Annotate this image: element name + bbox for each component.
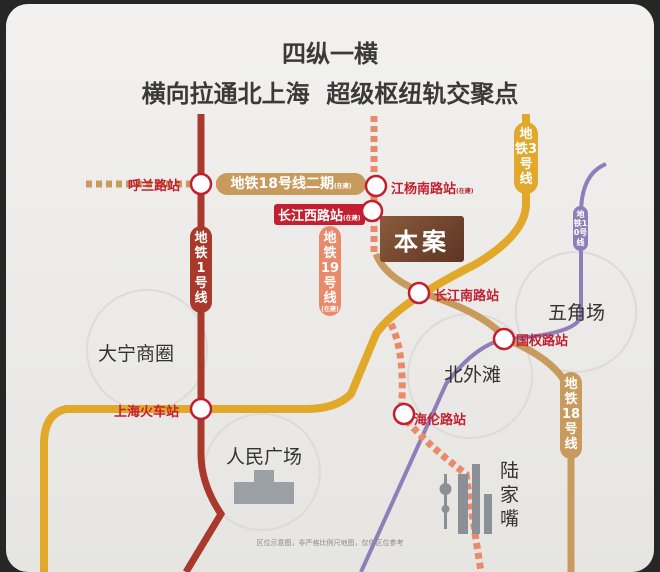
station-jiangyangnan[interactable]: 江杨南路站(在建)	[391, 178, 474, 197]
station-changjiangnan[interactable]: 长江南路站	[434, 289, 500, 304]
line19-name: 地铁19号线	[320, 231, 340, 306]
line19-label: 地铁19号线(在建)	[319, 226, 341, 316]
line19-tag: (在建)	[321, 305, 339, 313]
renmin-building-icon	[234, 470, 294, 504]
area-beiwaitan: 北外滩	[444, 364, 502, 386]
station-tag: (在建)	[456, 188, 474, 195]
station-hailun[interactable]: 海伦路站	[414, 413, 467, 428]
line3-path	[40, 114, 530, 572]
area-lujiazui: 陆家嘴	[500, 460, 520, 530]
map-card: 四纵一横 横向拉通北上海 超级枢纽轨交聚点 地铁1号线 地铁3号线 地铁10号线…	[6, 4, 654, 572]
line18-phase2-name: 地铁18号线二期	[230, 176, 334, 192]
station-changjiangxi[interactable]: 长江西路站(在建)	[274, 204, 365, 225]
project-marker: 本案	[380, 216, 464, 262]
lujiazui-skyline-icon	[439, 464, 492, 534]
line18-phase2-label: 地铁18号线二期(在建)	[216, 173, 366, 196]
area-circle-wujiaochang	[515, 251, 637, 373]
footnote: 区位示意图，非严格比例尺地图，仅供区位参考	[256, 539, 404, 547]
station-hulan[interactable]: 呼兰路站	[128, 179, 181, 194]
title-line2: 横向拉通北上海 超级枢纽轨交聚点	[141, 80, 519, 108]
landmark-illustrations	[234, 464, 492, 534]
line1-label: 地铁1号线	[190, 226, 212, 313]
station-tag: (在建)	[343, 215, 361, 222]
area-wujiaochang: 五角场	[548, 302, 606, 324]
line1-path	[183, 114, 226, 572]
station-guoquan[interactable]: 国权路站	[516, 334, 569, 349]
station-shanghai-rail[interactable]: 上海火车站	[114, 405, 180, 420]
area-daning: 大宁商圈	[98, 343, 175, 365]
line10-label: 地铁10号线	[573, 206, 588, 251]
line3-label: 地铁3号线	[514, 122, 538, 194]
station-name: 江杨南路站	[391, 182, 457, 197]
line18-phase2-tag: (在建)	[333, 183, 352, 190]
line18-label: 地铁18号线	[560, 372, 582, 459]
station-name: 长江西路站	[278, 209, 344, 224]
line18-path	[372, 252, 575, 572]
line10-path	[359, 162, 607, 572]
area-renmin: 人民广场	[226, 446, 303, 468]
title-line1: 四纵一横	[282, 40, 378, 68]
